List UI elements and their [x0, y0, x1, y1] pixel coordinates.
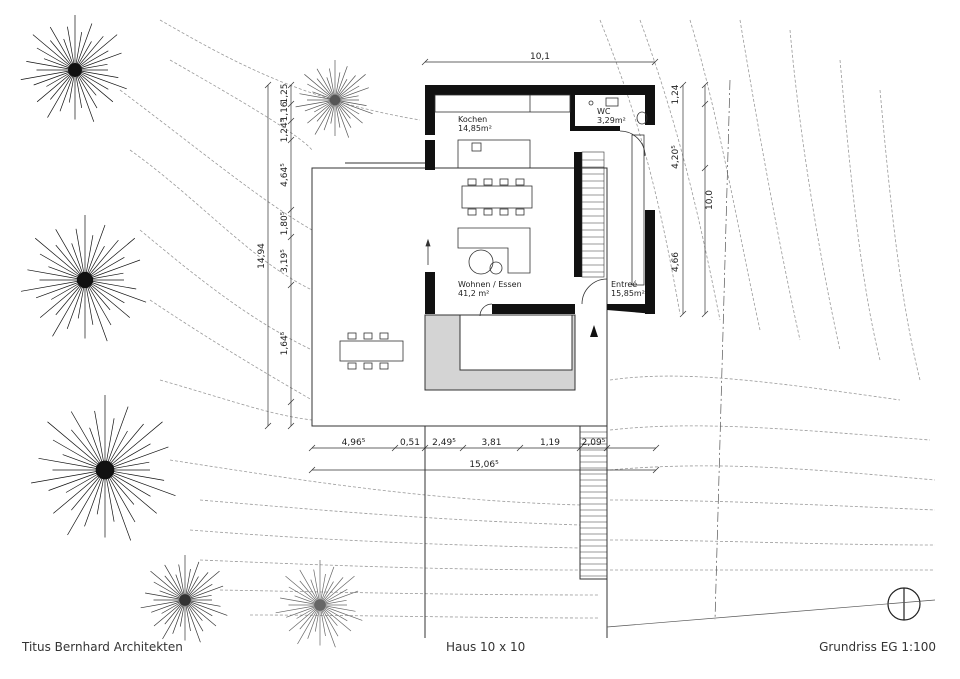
stair-wall: [574, 152, 582, 277]
dim-top-width: 10,1: [530, 52, 550, 62]
dimension-ticks: [264, 81, 709, 474]
wc-door-swing: [619, 130, 646, 157]
terrain-contours: [119, 19, 936, 619]
entry-name: Entreé: [611, 279, 637, 289]
dimension-label: 4,66: [671, 252, 681, 272]
dimension-label: 2,49⁵: [432, 438, 456, 448]
tree-icon: [20, 215, 147, 342]
north-arrow-icon: [887, 587, 921, 621]
terrace-door-swing: [479, 303, 493, 317]
dimension-label: 1,24: [671, 84, 681, 104]
entrance-arrow-icon: [590, 325, 598, 337]
interior-furniture: [425, 94, 648, 317]
living-area: 41,2 m²: [458, 289, 489, 298]
sofa: [457, 227, 531, 274]
wc-toilet: [636, 111, 648, 125]
dimension-label: 1,16: [280, 101, 290, 121]
kitchen-name: Kochen: [458, 115, 487, 124]
island-sink: [471, 142, 482, 152]
courtyard-planting-bed: [459, 314, 573, 371]
dim-bottom-segments: 4,96⁵ 0,51 2,49⁵ 3,81 1,19 2,09⁵: [342, 438, 606, 448]
architect-name: Titus Bernhard Architekten: [22, 640, 183, 654]
terrace-dining-set: [339, 332, 404, 370]
terrace-chairs: [347, 332, 389, 370]
entry-door-swing: [581, 278, 608, 305]
wall-east-upper: [645, 85, 655, 125]
tree-icon: [20, 15, 127, 122]
wc-area: 3,29m²: [597, 116, 626, 125]
tree-icon: [275, 560, 363, 648]
tree-icon: [31, 395, 176, 541]
dimension-label: 2,09⁵: [582, 438, 606, 448]
dimension-label: 3,81: [481, 438, 501, 448]
wall-west-mid: [425, 140, 435, 170]
entrance-wardrobe: [631, 134, 645, 286]
wall-west-lower: [425, 272, 435, 314]
wall-south-east: [607, 304, 655, 314]
kitchen-island: [457, 139, 531, 169]
exterior-stair-treads: [580, 431, 607, 577]
wall-north: [425, 85, 655, 95]
project-title: Haus 10 x 10: [446, 640, 526, 654]
plan-title: Grundriss EG 1:100: [819, 640, 936, 654]
dimension-label: 4,64⁵: [280, 163, 290, 187]
dimension-label: 1,25: [280, 83, 290, 103]
round-coffee-table: [468, 249, 494, 275]
kitchen-area: 14,85m²: [458, 124, 492, 133]
dimension-label: 4,96⁵: [342, 438, 366, 448]
dim-left-segments: 1,251,161,24⁵ 4,64⁵ 1,80⁵ 3,19⁵ 1,64⁵: [280, 83, 290, 355]
entry-area: 15,85m²: [611, 289, 645, 298]
dimension-lines: [267, 58, 706, 471]
dim-left-total: 14,94: [257, 243, 267, 269]
exterior-stair-outline: [579, 425, 608, 580]
tree-icon: [140, 555, 228, 643]
dimension-label: 1,64⁵: [280, 331, 290, 355]
living-name: Wohnen / Essen: [458, 280, 522, 289]
kitchen-counter: [434, 94, 571, 113]
dimension-label: 4,20⁵: [671, 145, 681, 169]
wall-wc-south: [570, 126, 620, 131]
property-line: [714, 79, 731, 621]
wall-south-mid: [492, 304, 575, 314]
room-labels: Kochen 14,85m² WC 3,29m² Wohnen / Essen …: [458, 107, 645, 298]
dining-table: [461, 185, 533, 209]
dimension-label: 1,19: [540, 438, 560, 448]
dimension-label: 1,80⁵: [280, 211, 290, 235]
wc-name: WC: [597, 107, 611, 116]
wall-west-upper: [425, 85, 435, 135]
dining-chairs: [467, 178, 525, 216]
wc-sink: [605, 97, 619, 107]
wall-wc-west: [570, 95, 575, 130]
side-table: [489, 261, 503, 275]
dimension-label: 0,51: [400, 438, 420, 448]
site-outlines: [311, 162, 608, 638]
tree-icon: [295, 60, 373, 138]
interior-stair: [581, 151, 605, 278]
wall-east-lower: [645, 210, 655, 314]
house-walls: [425, 85, 655, 314]
terrace-table: [339, 340, 404, 362]
dim-right-segments: 1,24 4,20⁵ 4,66: [671, 84, 681, 272]
dimension-label: 3,19⁵: [280, 249, 290, 273]
dim-bottom-total: 15,06⁵: [469, 460, 499, 470]
dim-right-total: 10,0: [705, 190, 715, 210]
dimension-label: 1,24⁵: [280, 118, 290, 142]
